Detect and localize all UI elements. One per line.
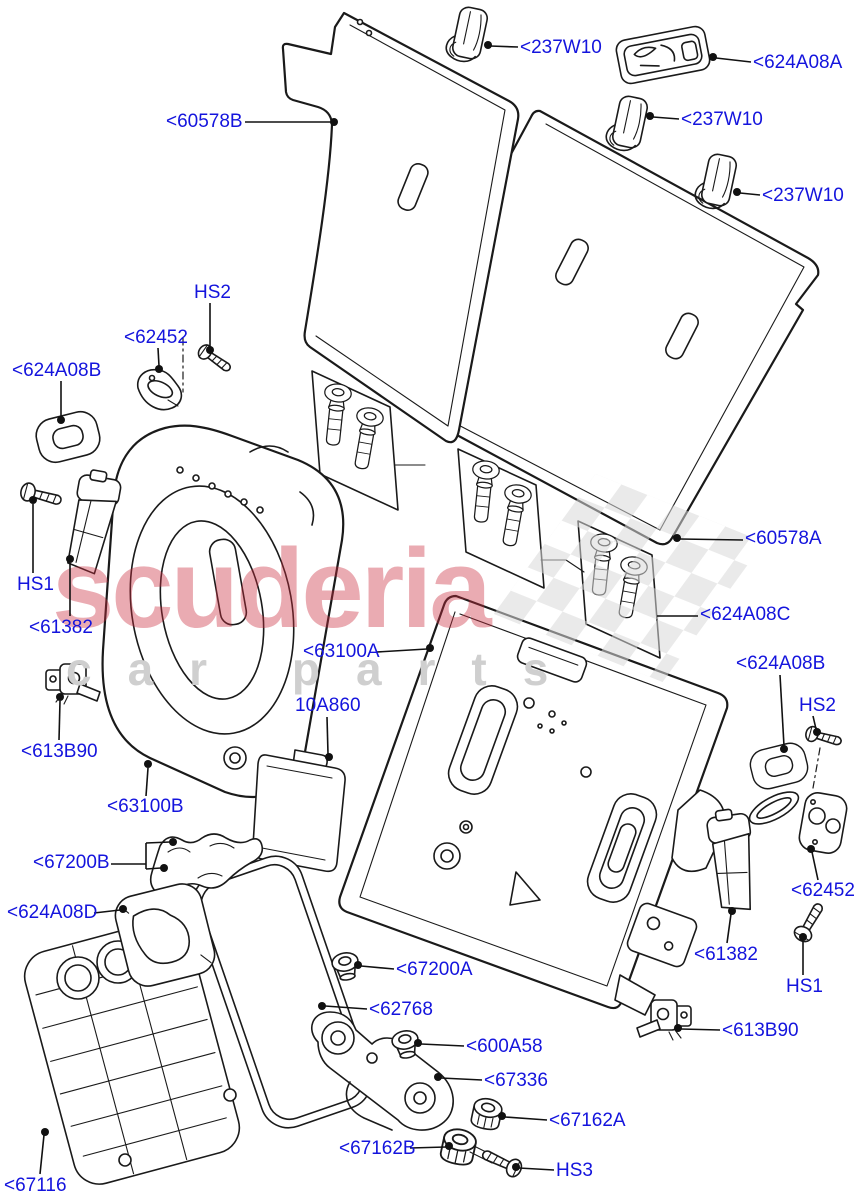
part-613B90-left-drawing <box>45 663 101 705</box>
part-label-HS2-right[interactable]: HS2 <box>799 695 836 716</box>
part-HS1-right-drawing <box>790 899 829 946</box>
part-label-HS2-left[interactable]: HS2 <box>194 282 231 303</box>
part-HS2-right-drawing <box>803 724 844 750</box>
part-label-624A08D[interactable]: <624A08D <box>7 902 98 923</box>
part-HS3-drawing <box>478 1144 525 1180</box>
part-label-237W10-mid[interactable]: <237W10 <box>681 109 763 130</box>
part-624A08B-left-drawing <box>31 407 105 467</box>
part-label-613B90-right[interactable]: <613B90 <box>722 1020 799 1041</box>
part-label-62452-right[interactable]: <62452 <box>791 880 855 901</box>
part-624A08D-drawing <box>114 883 216 987</box>
part-label-67200A[interactable]: <67200A <box>396 959 473 980</box>
part-label-63100A[interactable]: <63100A <box>303 641 380 662</box>
part-label-67336[interactable]: <67336 <box>484 1070 548 1091</box>
part-label-600A58[interactable]: <600A58 <box>466 1036 543 1057</box>
part-HS1-left-drawing <box>18 480 64 511</box>
part-67336-drawing <box>310 1011 454 1131</box>
part-label-61382-right[interactable]: <61382 <box>694 944 758 965</box>
part-624A08B-right-drawing <box>746 739 812 793</box>
part-label-624A08B-right[interactable]: <624A08B <box>736 653 826 674</box>
part-label-613B90-left[interactable]: <613B90 <box>21 741 98 762</box>
part-label-60578A[interactable]: <60578A <box>745 528 822 549</box>
part-label-60578B[interactable]: <60578B <box>166 111 243 132</box>
part-label-624A08B-left[interactable]: <624A08B <box>12 360 102 381</box>
part-label-62768[interactable]: <62768 <box>369 999 433 1020</box>
part-label-10A860[interactable]: 10A860 <box>295 695 361 716</box>
part-HS2-left-drawing <box>194 341 235 377</box>
part-label-HS1-left[interactable]: HS1 <box>17 574 54 595</box>
part-label-237W10-low[interactable]: <237W10 <box>762 185 844 206</box>
part-label-624A08A[interactable]: <624A08A <box>753 52 843 73</box>
part-label-63100B[interactable]: <63100B <box>107 796 184 817</box>
part-label-67162B[interactable]: <67162B <box>339 1138 416 1159</box>
part-label-67200B[interactable]: <67200B <box>33 852 110 873</box>
part-10A860-drawing <box>252 749 346 873</box>
part-67162A-drawing <box>469 1095 505 1133</box>
part-62452-left-drawing <box>136 337 184 411</box>
part-62452-right-drawing <box>748 747 848 854</box>
part-624A08A-drawing <box>615 25 711 85</box>
part-label-62452-left[interactable]: <62452 <box>124 327 188 348</box>
part-63100B-drawing <box>101 424 345 799</box>
part-label-237W10-top[interactable]: <237W10 <box>520 37 602 58</box>
part-label-HS3[interactable]: HS3 <box>556 1160 593 1181</box>
part-label-61382-left[interactable]: <61382 <box>29 617 93 638</box>
part-label-67116[interactable]: <67116 <box>4 1175 67 1196</box>
part-60578B-drawing <box>281 11 520 444</box>
part-label-624A08C[interactable]: <624A08C <box>700 604 791 625</box>
part-label-HS1-right[interactable]: HS1 <box>786 976 823 997</box>
part-63100A-drawing <box>338 594 729 1016</box>
part-label-67162A[interactable]: <67162A <box>549 1110 626 1131</box>
